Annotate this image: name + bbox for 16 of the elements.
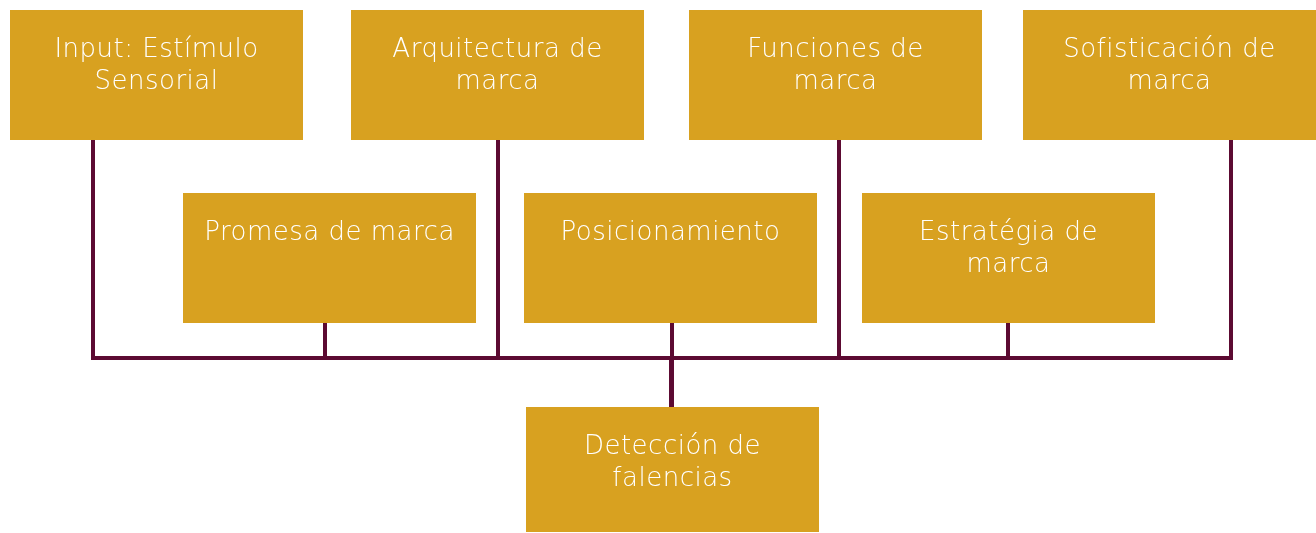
box-label: Input: Estímulo Sensorial [53, 32, 260, 96]
process-box [689, 10, 982, 140]
process-box [526, 407, 819, 532]
box-label: Funciones de marca [746, 32, 925, 96]
box-label: Estratégia de marca [918, 215, 1099, 279]
process-box [10, 10, 303, 140]
process-box [524, 193, 817, 323]
box-label: Arquitectura de marca [391, 32, 604, 96]
box-label: Sofisticación de marca [1062, 32, 1277, 96]
box-label: Detección de falencias [582, 429, 763, 493]
process-box [1023, 10, 1316, 140]
process-box [183, 193, 476, 323]
box-label: Promesa de marca [204, 215, 455, 247]
box-label: Posicionamiento [560, 215, 781, 247]
process-box [351, 10, 644, 140]
process-box [862, 193, 1155, 323]
